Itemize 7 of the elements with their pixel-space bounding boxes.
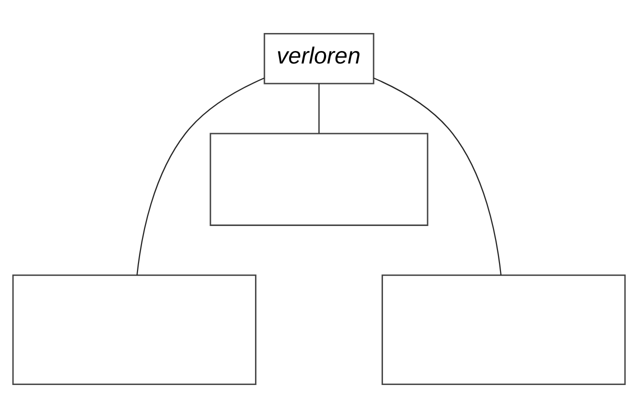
connector: [318, 83, 320, 133]
node-box: verloren: [264, 32, 374, 84]
connector: [374, 77, 502, 275]
node-box: [210, 132, 428, 226]
node-box: [382, 274, 626, 385]
connector: [136, 77, 264, 275]
node-box: [12, 274, 256, 385]
